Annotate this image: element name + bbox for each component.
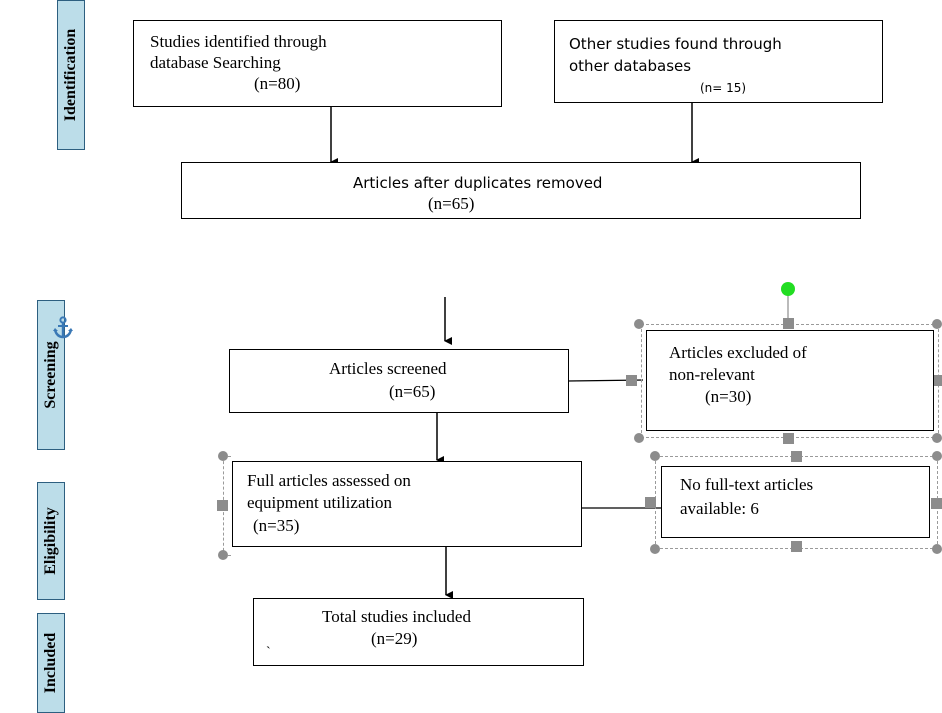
- rotate-handle[interactable]: [781, 282, 795, 296]
- excluded-line2: non-relevant: [669, 365, 755, 384]
- included-label: Total studies included: [322, 607, 471, 626]
- included-count: (n=29): [371, 629, 418, 648]
- excluded-line1: Articles excluded of: [669, 343, 807, 362]
- resize-handle[interactable]: [931, 498, 942, 509]
- resize-handle[interactable]: [932, 433, 942, 443]
- box-database-search: Studies identified through database Sear…: [133, 20, 502, 107]
- resize-handle[interactable]: [217, 500, 228, 511]
- resize-handle[interactable]: [650, 544, 660, 554]
- stray-mark: `: [266, 645, 271, 660]
- excluded-count: (n=30): [705, 387, 752, 406]
- resize-handle[interactable]: [791, 541, 802, 552]
- resize-handle[interactable]: [626, 375, 637, 386]
- box-no-full-text: No full-text articles available: 6: [661, 466, 930, 538]
- resize-handle[interactable]: [634, 319, 644, 329]
- full-articles-line1: Full articles assessed on: [247, 471, 411, 490]
- resize-handle[interactable]: [931, 375, 942, 386]
- full-articles-line2: equipment utilization: [247, 493, 392, 512]
- database-search-line1: Studies identified through: [150, 32, 327, 51]
- duplicates-removed-label: Articles after duplicates removed: [353, 174, 603, 192]
- other-databases-line1: Other studies found through: [569, 35, 782, 53]
- resize-handle[interactable]: [634, 433, 644, 443]
- resize-handle[interactable]: [783, 318, 794, 329]
- stage-included: Included: [37, 613, 65, 713]
- stage-identification: Identification: [57, 0, 85, 150]
- box-screened: Articles screened (n=65): [229, 349, 569, 413]
- anchor-icon: [53, 316, 73, 339]
- database-search-count: (n=80): [254, 74, 301, 93]
- box-duplicates-removed: Articles after duplicates removed (n=65): [181, 162, 861, 219]
- box-included: Total studies included (n=29) `: [253, 598, 584, 666]
- no-full-text-line1: No full-text articles: [680, 475, 814, 494]
- box-excluded: Articles excluded of non-relevant (n=30): [646, 330, 934, 431]
- screened-count: (n=65): [389, 382, 436, 401]
- full-articles-count: (n=35): [253, 516, 300, 535]
- resize-handle[interactable]: [783, 433, 794, 444]
- other-databases-count: (n= 15): [700, 81, 747, 95]
- resize-handle[interactable]: [645, 497, 656, 508]
- resize-handle[interactable]: [932, 544, 942, 554]
- box-other-databases: Other studies found through other databa…: [554, 20, 883, 103]
- duplicates-removed-count: (n=65): [428, 194, 475, 213]
- box-full-articles: Full articles assessed on equipment util…: [232, 461, 582, 547]
- screened-label: Articles screened: [329, 359, 447, 378]
- other-databases-line2: other databases: [569, 57, 692, 75]
- no-full-text-line2: available: 6: [680, 499, 759, 518]
- resize-handle[interactable]: [218, 550, 228, 560]
- database-search-line2: database Searching: [150, 53, 281, 72]
- resize-handle[interactable]: [650, 451, 660, 461]
- resize-handle[interactable]: [932, 319, 942, 329]
- resize-handle[interactable]: [218, 451, 228, 461]
- stage-eligibility: Eligibility: [37, 482, 65, 600]
- resize-handle[interactable]: [932, 451, 942, 461]
- resize-handle[interactable]: [791, 451, 802, 462]
